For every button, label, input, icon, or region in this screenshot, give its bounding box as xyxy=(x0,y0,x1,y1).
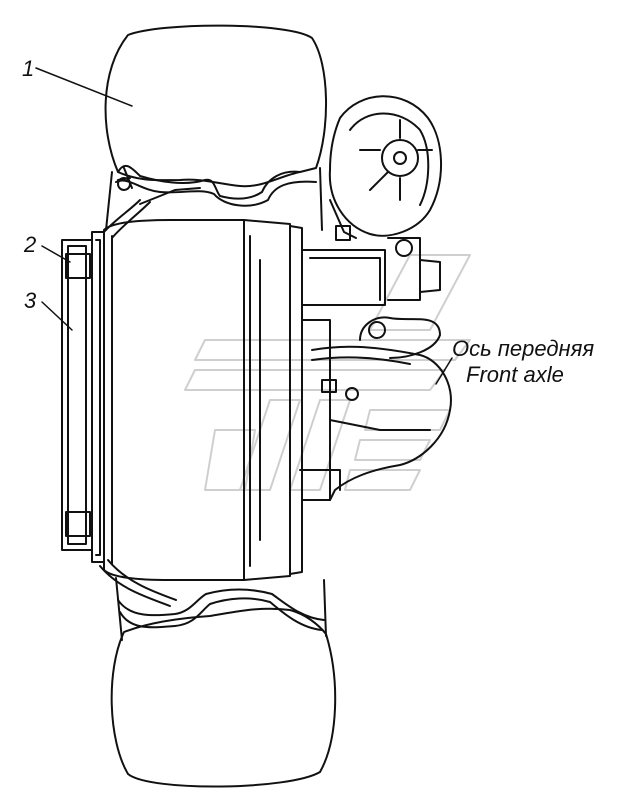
tire-lower xyxy=(110,577,337,788)
axle-label-en: Front axle xyxy=(466,362,564,387)
leader-2 xyxy=(41,245,71,263)
leader-lines xyxy=(35,67,453,385)
callout-3-label: 3 xyxy=(24,288,37,313)
axle-housing xyxy=(299,249,452,501)
tire-upper xyxy=(104,24,327,231)
brake-drum xyxy=(103,219,303,581)
callout-2-label: 2 xyxy=(24,232,37,257)
rim-lower xyxy=(99,559,325,631)
callout-1-label: 1 xyxy=(22,56,35,81)
hub-flange xyxy=(61,231,105,563)
steering-arm xyxy=(328,95,443,301)
axle-label-ru: Ось передняя xyxy=(452,336,595,361)
leader-axle xyxy=(435,357,453,385)
leader-3 xyxy=(41,301,73,331)
leader-1 xyxy=(35,67,133,107)
rim-upper xyxy=(103,164,317,239)
watermark-logo xyxy=(184,254,471,491)
